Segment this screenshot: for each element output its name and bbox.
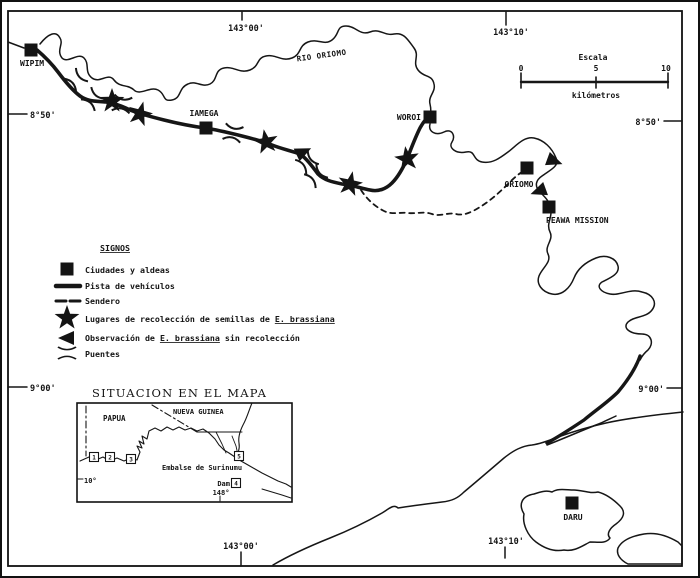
label-right-9-00: 9°00' <box>638 385 664 395</box>
legend-town-square-icon <box>60 262 74 276</box>
legend-item-label: Pista de vehículos <box>85 281 175 291</box>
inset-reservoir-label: Embalse de Surinumu <box>162 464 242 472</box>
scale-tick-0: 0 <box>519 64 524 73</box>
town-wipim: WIPIM <box>20 43 44 68</box>
label-top-143-00: 143°00' <box>228 24 264 34</box>
legend-item-label: Puentes <box>85 349 120 359</box>
town-label: WOROI <box>397 113 421 122</box>
town-label: DARU <box>563 513 582 522</box>
label-left-8-50: 8°50' <box>30 111 56 121</box>
scale-unit: kilómetros <box>572 90 620 100</box>
town-label: PEAWA MISSION <box>546 216 609 225</box>
inset-site-number: 5 <box>237 454 241 461</box>
scale-tick-5: 5 <box>594 64 599 73</box>
legend-item-label: Lugares de recolección de semillas de E.… <box>85 314 335 324</box>
inset-province-border <box>151 404 198 433</box>
inset-site-markers: 1 2 3 4 5 <box>88 450 245 489</box>
bridge-icon <box>63 66 89 94</box>
town-peawa-mission: PEAWA MISSION <box>542 200 609 225</box>
corner-island-outline <box>616 532 683 565</box>
inset-longitude-label: 148° <box>213 489 230 497</box>
legend-item-label: Observación de E. brassiana sin recolecc… <box>85 333 300 343</box>
town-iamega: IAMEGA <box>190 109 219 135</box>
map-frame <box>7 10 683 567</box>
town-square-icon <box>24 43 38 57</box>
towns: WIPIM IAMEGA WOROI ORIOMO PEAWA MISSION … <box>20 43 609 522</box>
inset-region-nueva-guinea: NUEVA GUINEA <box>173 408 224 416</box>
legend-text-pre: Lugares de recolección de semillas de <box>85 314 275 324</box>
estuary-north-bank <box>546 415 617 446</box>
scale-bar: Escala 0 5 10 kilómetros <box>519 53 671 100</box>
town-oriomo: ORIOMO <box>505 161 534 189</box>
scale-tick-10: 10 <box>661 64 671 73</box>
inset-map: SITUACION EN EL MAPA PAPUA NUEVA GUINEA … <box>76 386 293 503</box>
vehicle-track <box>35 48 431 193</box>
legend-triangle-icon <box>58 331 74 345</box>
rio-oriomo-estuary <box>545 354 642 445</box>
inset-region-papua: PAPUA <box>103 414 126 423</box>
legend-title: SIGNOS <box>100 243 130 253</box>
rio-oriomo-lower-course <box>428 123 656 361</box>
town-label: WIPIM <box>20 59 44 68</box>
graticule: 143°00' 143°10' 8°50' 8°50' 9°00' 9°00' … <box>7 11 683 567</box>
bridge-icon <box>303 162 329 190</box>
inset-dam-label: Dam <box>217 480 230 488</box>
star-icon <box>392 144 421 172</box>
label-right-8-50: 8°50' <box>635 118 661 128</box>
star-icon <box>251 127 281 155</box>
legend-item-label: Ciudades y aldeas <box>85 265 170 275</box>
town-daru: DARU <box>563 496 583 522</box>
inset-border <box>76 402 293 503</box>
inset-site-number: 4 <box>234 481 238 488</box>
scale-title: Escala <box>579 53 608 62</box>
legend-species-name: E. brassiana <box>275 314 335 324</box>
label-left-9-00: 9°00' <box>30 384 56 394</box>
town-square-icon <box>199 121 213 135</box>
label-top-143-10: 143°10' <box>493 28 529 38</box>
inset-river <box>215 431 227 454</box>
river-entry-west <box>7 41 25 49</box>
town-square-icon <box>542 200 556 214</box>
river-name-label: RIO ORIOMO <box>296 48 347 64</box>
legend-star-icon <box>54 305 80 329</box>
inset-east-coast <box>235 402 253 458</box>
inset-latitude-label: 10° <box>84 477 97 485</box>
town-label: ORIOMO <box>505 180 534 189</box>
legend-bridge-icon <box>57 346 77 360</box>
town-square-icon <box>565 496 579 510</box>
town-woroi: WOROI <box>397 110 437 124</box>
town-square-icon <box>423 110 437 124</box>
inset-site-number: 1 <box>92 455 96 462</box>
town-label: IAMEGA <box>190 109 219 118</box>
inset-site-number: 2 <box>108 455 112 462</box>
rio-oriomo-upper-course <box>39 25 436 121</box>
legend-species-name: E. brassiana <box>160 333 220 343</box>
legend-item-label: Sendero <box>85 296 120 306</box>
coastline <box>272 411 684 566</box>
label-bottom-143-00: 143°00' <box>223 542 259 552</box>
inset-title: SITUACION EN EL MAPA <box>92 386 267 400</box>
inset-site-number: 3 <box>129 457 133 464</box>
daru-island-outline <box>520 488 625 552</box>
inset-south-coast <box>261 488 292 499</box>
legend-text-pre: Observación de <box>85 333 160 343</box>
trail-sendero <box>360 169 527 216</box>
legend: SIGNOS Ciudades y aldeas Pista de vehícu… <box>53 243 335 360</box>
seed-collection-sites <box>99 88 421 197</box>
label-bottom-143-10: 143°10' <box>488 537 524 547</box>
legend-text-post: sin recolección <box>220 333 300 343</box>
town-square-icon <box>520 161 534 175</box>
